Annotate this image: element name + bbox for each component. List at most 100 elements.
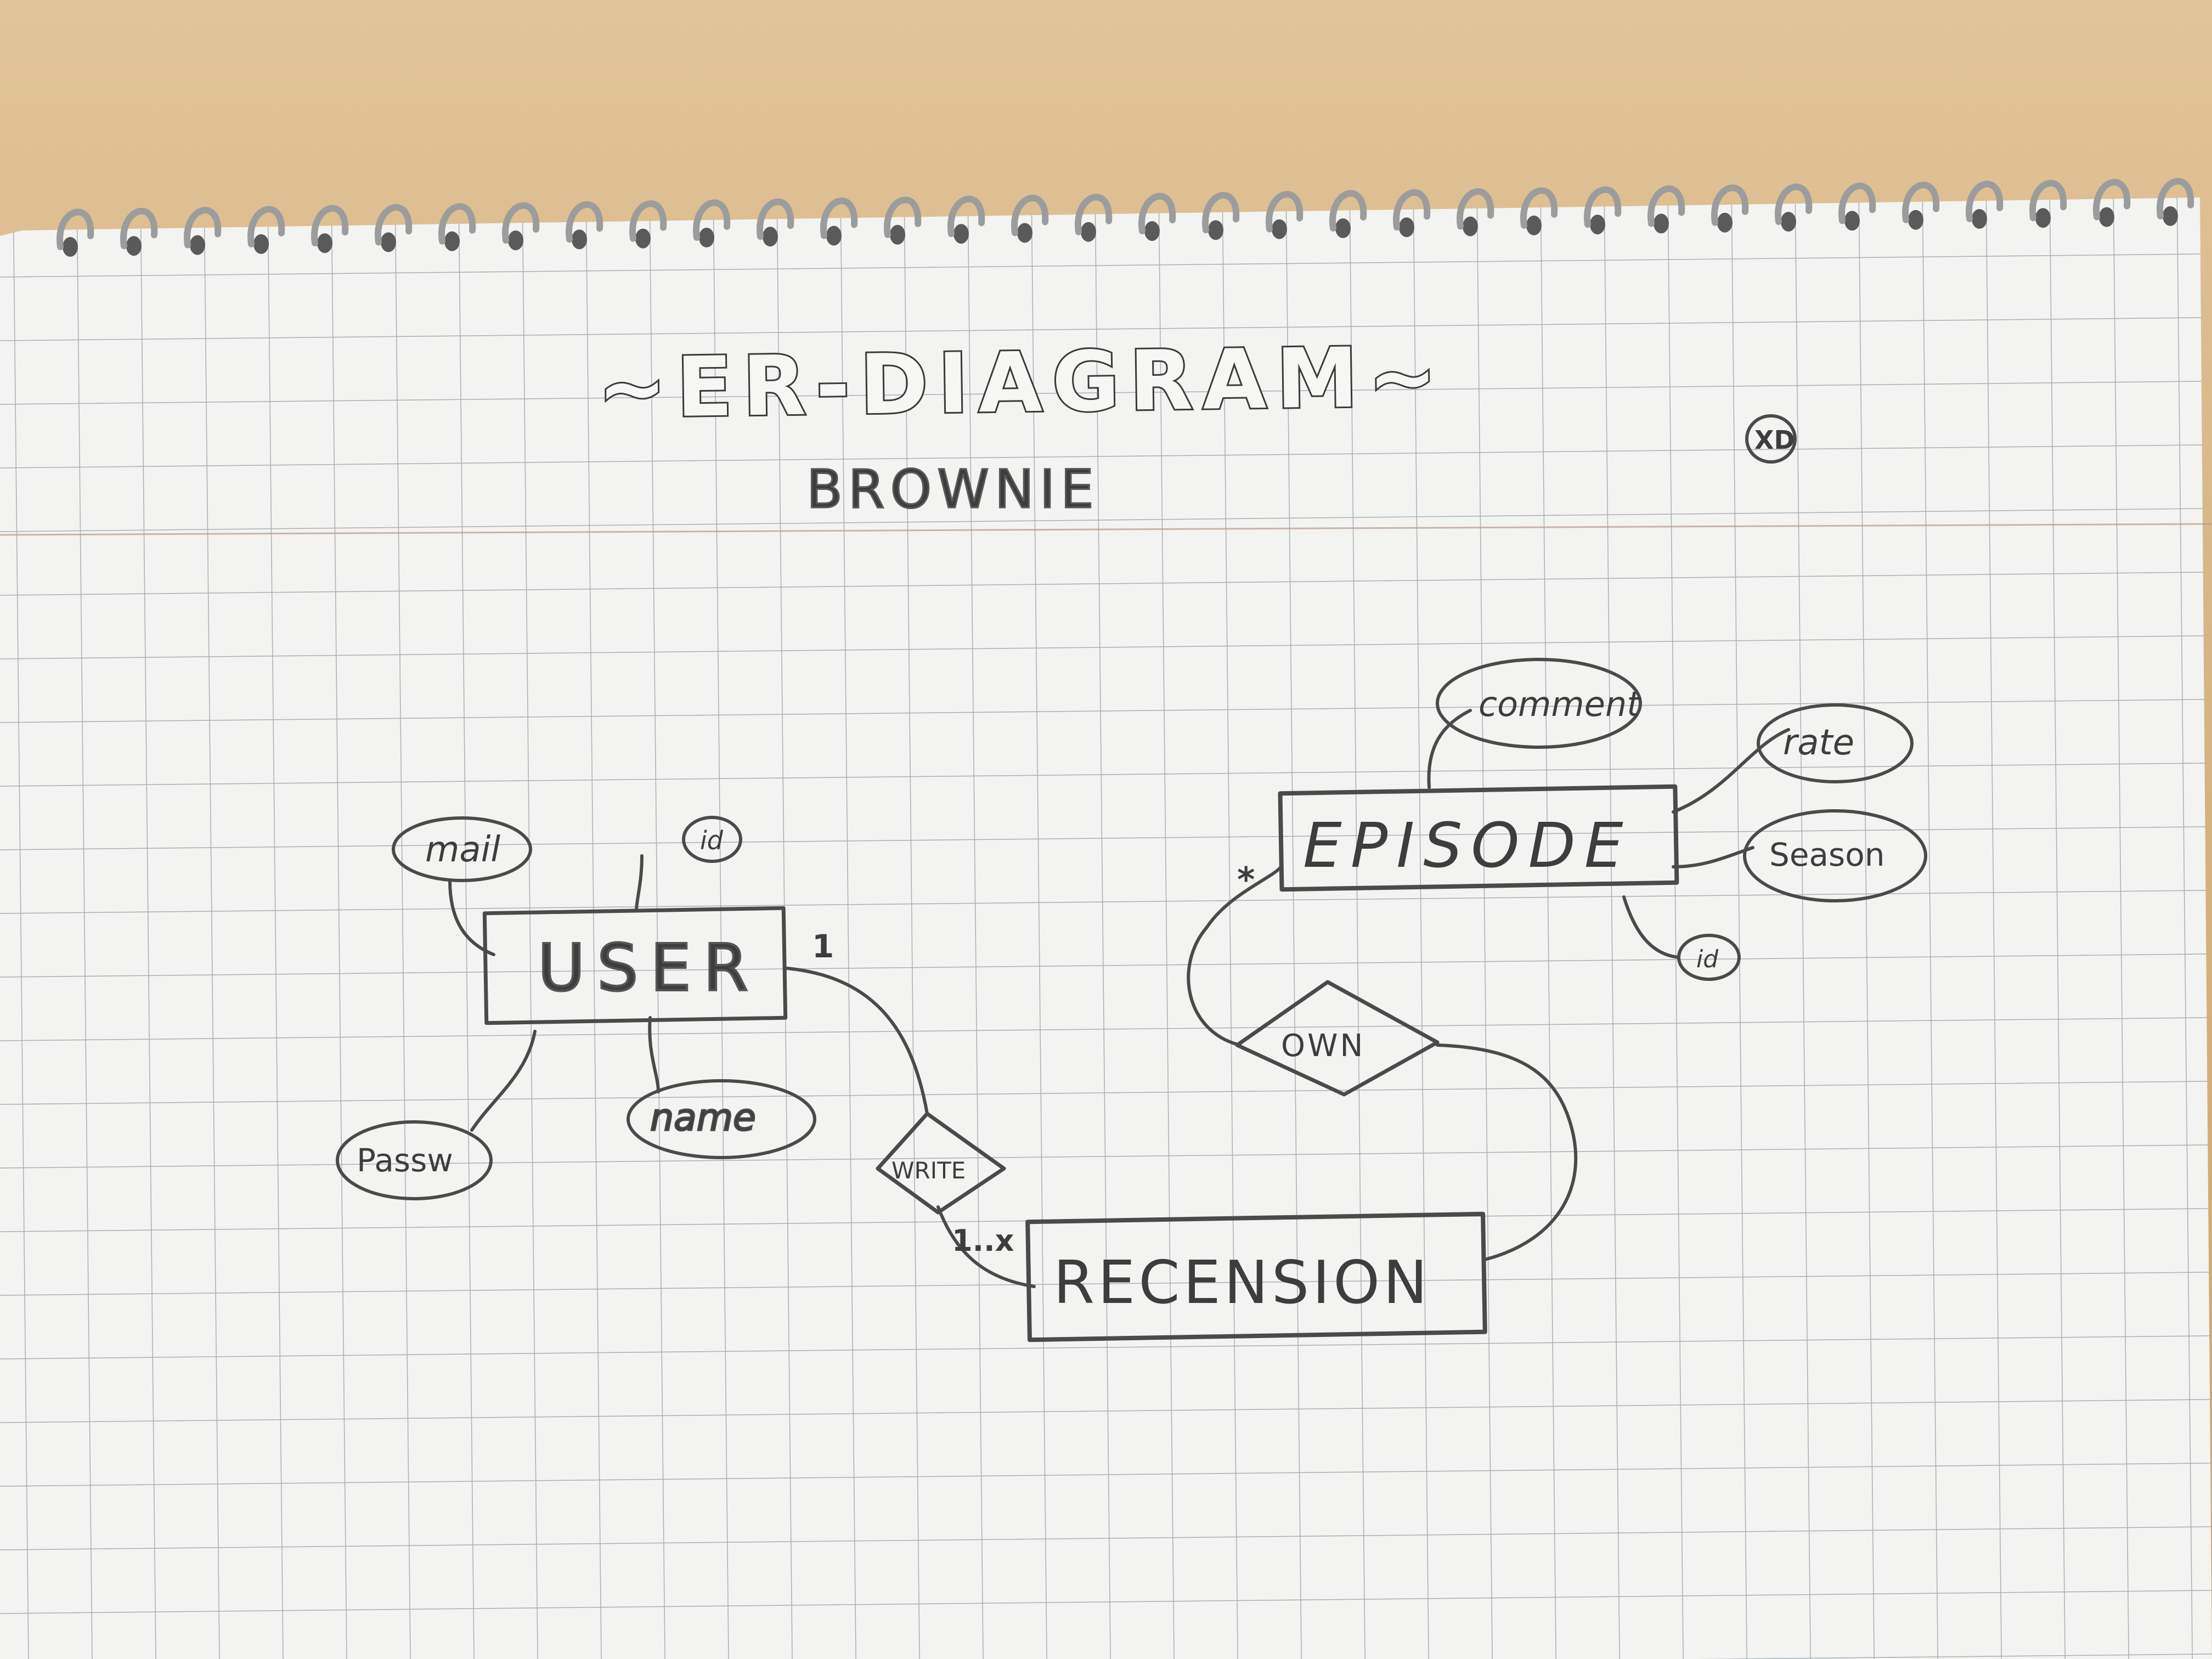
binding-hole: [1399, 217, 1414, 238]
binding-hole: [253, 234, 269, 254]
binding-ring: [1011, 195, 1049, 236]
binding-hole: [1654, 213, 1669, 234]
binding-hole: [763, 227, 778, 247]
binding-hole: [1844, 211, 1860, 231]
binding-hole: [1272, 219, 1287, 239]
binding-ring: [120, 207, 158, 250]
binding-hole: [2163, 206, 2178, 226]
margin-line: [0, 523, 2212, 536]
binding-hole: [126, 236, 142, 256]
attribute-episode-rate-label: rate: [1783, 723, 1854, 763]
attribute-user-id: id: [682, 816, 742, 863]
spiral-binding: [57, 178, 2194, 257]
attribute-user-passw: Passw: [336, 1120, 493, 1200]
binding-ring: [375, 204, 413, 246]
entity-user: USER: [482, 906, 788, 1025]
binding-ring: [1584, 186, 1622, 228]
entity-episode-label: EPISODE: [1303, 810, 1632, 882]
attribute-episode-comment-label: comment: [1479, 684, 1641, 724]
binding-hole: [1144, 221, 1160, 241]
binding-hole: [317, 233, 332, 253]
binding-ring: [947, 195, 985, 238]
binding-hole: [826, 225, 842, 246]
attribute-episode-rate: rate: [1757, 703, 1914, 783]
binding-ring: [1202, 192, 1240, 234]
entity-user-label: USER: [538, 930, 760, 1006]
binding-ring: [1647, 185, 1685, 227]
attribute-user-mail-label: mail: [425, 830, 500, 870]
binding-ring: [1266, 191, 1304, 233]
attribute-user-name-label: name: [650, 1096, 756, 1139]
binding-ring: [884, 196, 922, 238]
attribute-user-name: name: [627, 1079, 816, 1159]
binding-hole: [953, 224, 969, 244]
binding-hole: [699, 228, 714, 247]
attribute-episode-id-label: id: [1696, 945, 1719, 973]
cardinality-write-recension: 1..x: [952, 1223, 1014, 1258]
binding-ring: [2029, 179, 2067, 222]
binding-hole: [572, 229, 587, 250]
relationship-own: OWN: [1235, 980, 1440, 1097]
attribute-user-passw-label: Passw: [357, 1142, 453, 1179]
binding-hole: [1017, 223, 1032, 243]
binding-ring: [57, 208, 94, 250]
binding-ring: [184, 207, 222, 249]
relationship-write-label: WRITE: [891, 1157, 966, 1184]
binding-ring: [1966, 180, 2004, 222]
binding-hole: [1908, 210, 1923, 230]
binding-hole: [890, 224, 905, 245]
binding-hole: [1463, 216, 1478, 236]
binding-hole: [1590, 215, 1605, 235]
relationship-write: WRITE: [876, 1111, 1006, 1215]
entity-episode: EPISODE: [1278, 784, 1679, 892]
binding-ring: [2093, 179, 2131, 221]
binding-hole: [190, 235, 205, 255]
binding-ring: [629, 200, 667, 242]
xd-circle: [1745, 414, 1797, 464]
entity-recension-label: RECENSION: [1053, 1249, 1431, 1317]
binding-ring: [1838, 183, 1876, 224]
cardinality-own-episode: *: [1237, 860, 1255, 900]
page-title: ~ER-DIAGRAM~: [597, 329, 1447, 437]
binding-hole: [381, 232, 396, 252]
binding-ring: [1329, 190, 1367, 232]
binding-ring: [1520, 187, 1558, 229]
binding-hole: [444, 231, 460, 251]
binding-ring: [1075, 194, 1113, 235]
binding-ring: [1393, 189, 1431, 231]
binding-ring: [247, 206, 285, 247]
binding-ring: [820, 198, 858, 239]
binding-hole: [2035, 208, 2051, 228]
entity-recension: RECENSION: [1025, 1211, 1487, 1342]
binding-hole: [508, 230, 523, 251]
binding-hole: [1335, 218, 1351, 238]
binding-hole: [1208, 220, 1223, 240]
binding-ring: [502, 202, 540, 244]
binding-hole: [635, 228, 651, 249]
binding-hole: [1781, 212, 1796, 232]
binding-ring: [438, 203, 476, 245]
binding-hole: [63, 237, 78, 257]
binding-ring: [757, 198, 794, 240]
binding-ring: [693, 199, 731, 241]
cardinality-user-write: 1: [812, 928, 834, 965]
paper-grid: [0, 198, 2212, 1659]
attribute-user-id-label: id: [700, 826, 724, 855]
binding-ring: [1138, 193, 1176, 235]
attribute-episode-comment: comment: [1436, 658, 1642, 749]
binding-ring: [311, 205, 349, 247]
attribute-user-mail: mail: [392, 816, 532, 882]
binding-ring: [1711, 184, 1749, 226]
binding-ring: [1457, 188, 1494, 230]
attribute-episode-season: Season: [1743, 809, 1927, 902]
binding-ring: [566, 201, 603, 243]
page-subtitle: BROWNIE: [806, 459, 1099, 520]
xd-mark: XD: [1754, 425, 1795, 455]
binding-hole: [1081, 222, 1096, 242]
binding-hole: [2099, 207, 2114, 227]
relationship-own-label: OWN: [1281, 1028, 1365, 1064]
binding-hole: [1972, 209, 1987, 229]
attribute-episode-season-label: Season: [1769, 836, 1885, 873]
binding-hole: [1717, 212, 1733, 233]
